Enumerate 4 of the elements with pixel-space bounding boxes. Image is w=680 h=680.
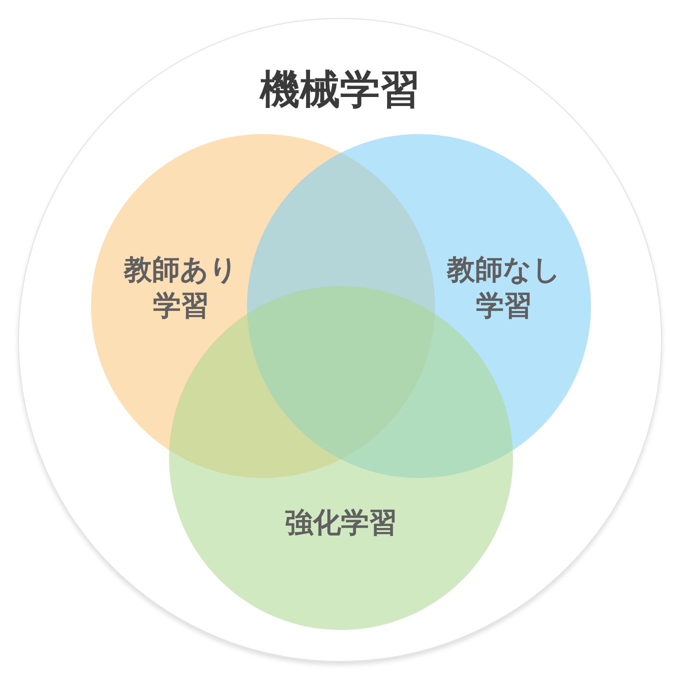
set-label: 強化学習 xyxy=(285,505,397,541)
set-label: 教師あり学習 xyxy=(124,252,238,324)
set-title: 機械学習 xyxy=(260,66,420,115)
set-label: 教師なし学習 xyxy=(446,252,562,324)
